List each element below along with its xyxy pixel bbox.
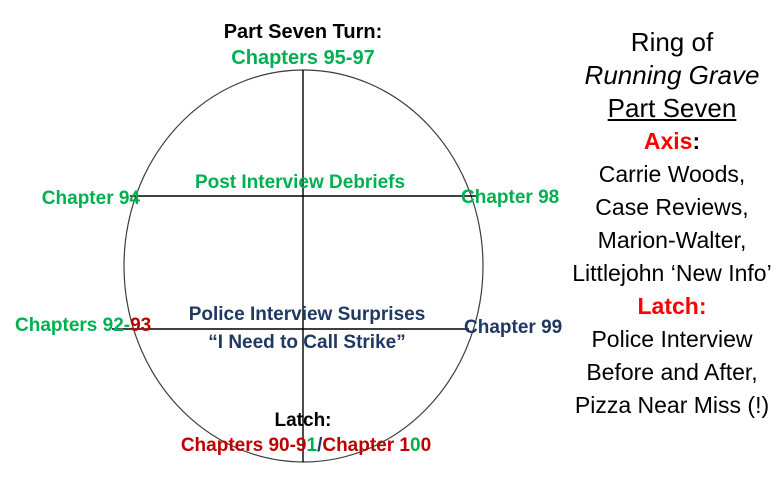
upper-axis-left-label: Chapter 94 [41,188,140,209]
panel-title-line3: Part Seven [607,93,737,123]
lower-axis-left-red: 93 [130,315,152,336]
bottom-chapters-part5: 0 [410,435,421,456]
panel-axis-word: Axis [643,128,693,154]
bottom-chapters-part1: Chapters 90-9 [180,435,307,456]
panel-latch-item-1: Police Interview [591,326,753,352]
panel-axis-item-4: Littlejohn ‘New Info’ [572,260,772,286]
panel-latch-heading: Latch: [637,293,707,319]
panel-title-line1: Ring of [630,27,714,57]
panel-axis-colon: : [692,128,701,154]
panel-axis-item-1: Carrie Woods, [598,161,746,187]
upper-axis-title: Post Interview Debriefs [194,172,406,193]
upper-axis-right-label: Chapter 98 [461,187,560,208]
side-panel: Ring of Running Grave Part Seven Axis: C… [562,26,782,422]
lower-axis-left-green: Chapters 92- [15,315,131,336]
bottom-chapters-part2: 1 [306,435,318,456]
panel-title-line2: Running Grave [584,60,760,90]
bottom-chapters-part3: / [317,435,323,456]
bottom-label-title: Latch: [274,410,332,431]
lower-axis-left-label: Chapters 92-93 [15,315,151,337]
bottom-label-chapters: Chapters 90-91/Chapter 100 [153,435,459,457]
top-label-chapters: Chapters 95-97 [231,47,375,69]
lower-axis-right-label: Chapter 99 [464,317,563,338]
panel-latch-item-3: Pizza Near Miss (!) [574,392,770,418]
panel-axis-item-3: Marion-Walter, [597,227,747,253]
panel-axis-item-2: Case Reviews, [595,194,749,220]
bottom-chapters-part6: 0 [420,435,432,456]
panel-latch-item-2: Before and After, [586,359,758,385]
lower-axis-title-line1: Police Interview Surprises [188,304,426,325]
bottom-chapters-part4: Chapter 1 [322,435,410,456]
panel-axis-heading: Axis: [562,125,782,158]
lower-axis-title-line2: “I Need to Call Strike” [208,332,406,353]
top-label-title: Part Seven Turn: [223,21,383,43]
